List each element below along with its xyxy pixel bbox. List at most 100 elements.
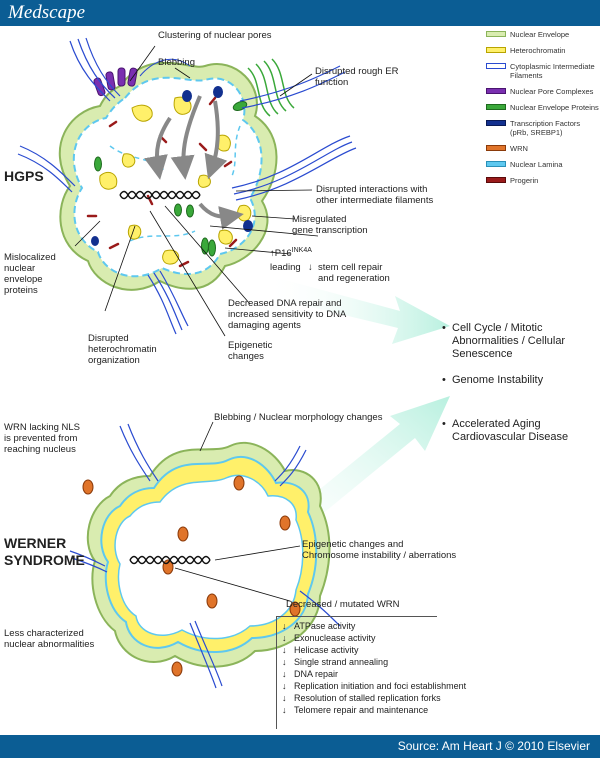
- legend: Nuclear Envelope Heterochromatin Cytopla…: [485, 30, 600, 192]
- bullet-icon: •: [442, 418, 446, 430]
- hgps-intermediate-filaments: [17, 37, 357, 335]
- label-mutated-wrn: Decreased / mutated WRN: [286, 599, 400, 610]
- p16-name: P16: [274, 248, 292, 260]
- legend-label: Nuclear Lamina: [510, 160, 563, 169]
- outcome-text: Genome Instability: [452, 374, 544, 386]
- legend-label: Nuclear Envelope Proteins: [510, 103, 599, 112]
- legend-swatch: [486, 63, 506, 69]
- outcome-text: Cell Cycle / Mitotic Abnormalities / Cel…: [452, 322, 566, 360]
- legend-swatch: [486, 47, 506, 53]
- down-arrow-icon: ↓: [308, 262, 313, 273]
- hgps-leader-lines: [74, 45, 319, 337]
- bullet-icon: •: [442, 374, 446, 386]
- label-less-characterized: Less characterized nuclear abnormalities: [4, 628, 95, 650]
- down-arrow-icon: ↓: [282, 669, 287, 679]
- label-stem-cell: stem cell repair and regeneration: [318, 262, 390, 284]
- wrn-effect-label: Resolution of stalled replication forks: [294, 693, 441, 703]
- legend-label: Heterochromatin: [510, 46, 566, 55]
- wrn-effect-label: Exonuclease activity: [294, 633, 376, 643]
- down-arrow-icon: ↓: [282, 681, 287, 691]
- wrn-effect: ↓ DNA repair: [282, 668, 466, 680]
- wrn-effect: ↓ Helicase activity: [282, 644, 466, 656]
- wrn-effect-label: Replication initiation and foci establis…: [294, 681, 467, 691]
- hgps-envelope-proteins: [94, 101, 248, 257]
- down-arrow-icon: ↓: [282, 633, 287, 643]
- label-mislocalized: Mislocalized nuclear envelope proteins: [4, 252, 56, 296]
- hgps-dna-helix: [119, 190, 201, 200]
- werner-leader-lines: [174, 421, 301, 602]
- legend-swatch: [486, 177, 506, 183]
- legend-swatch: [486, 104, 506, 110]
- outcome-text: Accelerated Aging Cardiovascular Disease: [452, 418, 569, 443]
- werner-nucleus: [86, 441, 331, 668]
- outcome-item: • Accelerated Aging Cardiovascular Diseas…: [442, 418, 592, 444]
- wrn-effect-label: Telomere repair and maintenance: [294, 705, 429, 715]
- label-werner-blebbing: Blebbing / Nuclear morphology changes: [214, 412, 383, 423]
- label-filament-interactions: Disrupted interactions with other interm…: [316, 184, 434, 206]
- footer-bar: Source: Am Heart J © 2010 Elsevier: [0, 735, 600, 758]
- legend-label: Transcription Factors (pRb, SREBP1): [510, 119, 581, 137]
- label-gene-transcription: Misregulated gene transcription: [292, 214, 368, 236]
- legend-label: WRN: [510, 144, 528, 153]
- wrn-effect-label: Single strand annealing: [294, 657, 389, 667]
- outcome-item: • Genome Instability: [442, 374, 592, 387]
- werner-dna-helix: [129, 555, 211, 565]
- legend-label: Cytoplasmic Intermediate Filaments: [510, 62, 595, 80]
- diagram-canvas: [17, 37, 450, 689]
- hgps-rough-er: [247, 58, 295, 117]
- down-arrow-icon: ↓: [282, 645, 287, 655]
- wrn-effect-label: Helicase activity: [294, 645, 359, 655]
- wrn-effect: ↓ Telomere repair and maintenance: [282, 704, 466, 716]
- outcome-arrow-hgps: [265, 276, 450, 344]
- legend-item: Progerin: [485, 176, 600, 185]
- bullet-icon: •: [442, 322, 446, 334]
- wrn-effects-box: [276, 616, 437, 729]
- werner-wrn-proteins: [82, 475, 301, 677]
- label-blebbing: Blebbing: [158, 57, 195, 68]
- source-credit: Source: Am Heart J © 2010 Elsevier: [397, 739, 590, 753]
- label-nls: WRN lacking NLS is prevented from reachi…: [4, 422, 81, 455]
- wrn-effects-list: ↓ ATPase activity ↓ Exonuclease activity ↓…: [282, 620, 466, 716]
- label-pore-clustering: Clustering of nuclear pores: [158, 30, 272, 41]
- down-arrow-icon: ↓: [282, 657, 287, 667]
- down-arrow-icon: ↓: [282, 621, 287, 631]
- legend-item: Nuclear Envelope: [485, 30, 600, 39]
- wrn-effect: ↓ Exonuclease activity: [282, 632, 466, 644]
- label-heterochromatin: Disrupted heterochromatin organization: [88, 333, 157, 366]
- legend-label: Progerin: [510, 176, 539, 185]
- label-werner-epigenetic: Epigenetic changes and Chromosome instab…: [302, 539, 457, 561]
- label-p16: ↑P16INK4A: [270, 247, 312, 260]
- label-dna-repair: Decreased DNA repair and increased sensi…: [228, 298, 347, 331]
- legend-item: WRN: [485, 144, 600, 153]
- medscape-logo[interactable]: Medscape: [8, 2, 86, 23]
- down-arrow-icon: ↓: [282, 693, 287, 703]
- label-epigenetic: Epigenetic changes: [228, 340, 273, 362]
- legend-label: Nuclear Envelope: [510, 30, 570, 39]
- wrn-effect: ↓ Resolution of stalled replication forks: [282, 692, 466, 704]
- wrn-effect-label: DNA repair: [294, 669, 339, 679]
- hgps-process-arrows: [144, 95, 244, 230]
- p16-superscript: INK4A: [291, 247, 312, 254]
- legend-label: Nuclear Pore Complexes: [510, 87, 594, 96]
- legend-swatch: [486, 145, 506, 151]
- werner-filaments: [69, 423, 341, 689]
- label-er-function: Disrupted rough ER function: [315, 66, 399, 88]
- legend-swatch: [486, 31, 506, 37]
- werner-title: WERNER SYNDROME: [4, 535, 85, 568]
- legend-swatch: [486, 161, 506, 167]
- legend-item: Nuclear Envelope Proteins: [485, 103, 600, 112]
- header-bar: Medscape: [0, 0, 600, 26]
- legend-swatch: [486, 88, 506, 94]
- wrn-effect: ↓ Single strand annealing: [282, 656, 466, 668]
- wrn-effect-label: ATPase activity: [294, 621, 356, 631]
- down-arrow-icon: ↓: [282, 705, 287, 715]
- legend-item: Transcription Factors (pRb, SREBP1): [485, 119, 600, 137]
- legend-item: Nuclear Pore Complexes: [485, 87, 600, 96]
- hgps-title: HGPS: [4, 168, 44, 184]
- legend-item: Heterochromatin: [485, 46, 600, 55]
- wrn-effect: ↓ Replication initiation and foci establi…: [282, 680, 466, 692]
- legend-item: Cytoplasmic Intermediate Filaments: [485, 62, 600, 80]
- label-p16-leading: leading: [270, 262, 301, 273]
- legend-item: Nuclear Lamina: [485, 160, 600, 169]
- wrn-effect: ↓ ATPase activity: [282, 620, 466, 632]
